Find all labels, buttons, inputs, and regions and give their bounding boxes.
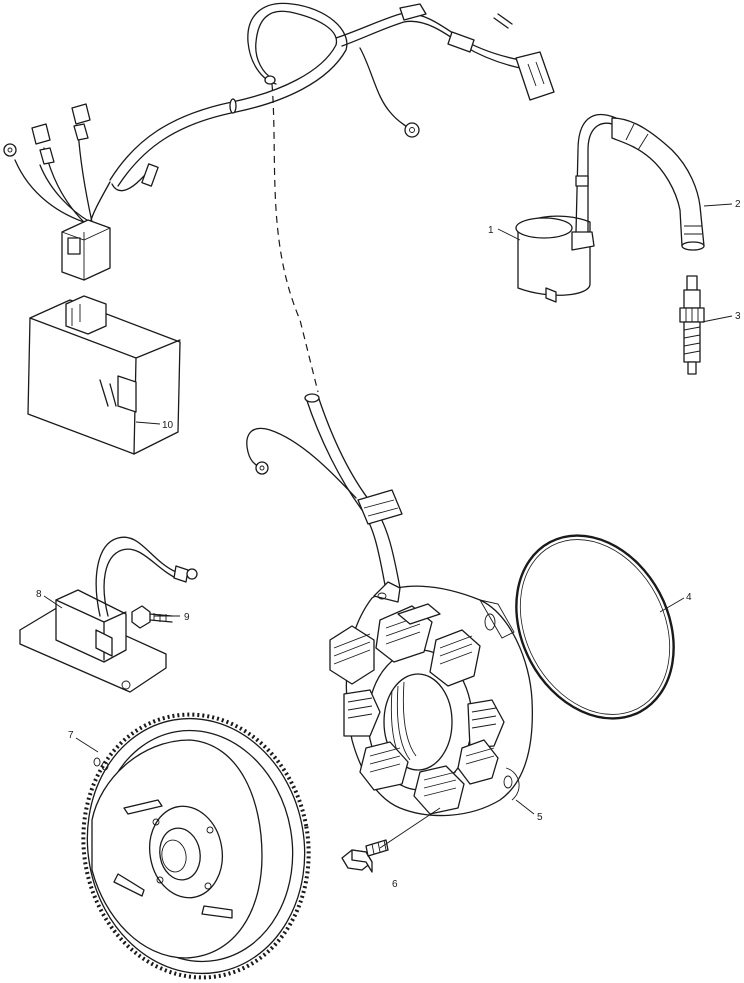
o-ring [515, 534, 675, 720]
harness-connector [61, 219, 111, 281]
callout-8: 8 [36, 589, 42, 600]
spark-plug [679, 275, 705, 375]
callout-2: 2 [735, 199, 741, 210]
callout-9: 9 [184, 612, 190, 623]
loom-end [264, 75, 276, 85]
callout-6: 6 [392, 879, 398, 890]
callout-leader-3 [701, 315, 733, 323]
harness-plug [515, 51, 555, 101]
callout-leader-6 [379, 807, 441, 849]
callout-4: 4 [686, 592, 692, 603]
callout-3: 3 [735, 311, 741, 322]
callout-5: 5 [537, 812, 543, 823]
callout-leader-7 [75, 737, 99, 753]
regulator-screw [131, 605, 173, 629]
stator-bolt [341, 839, 389, 873]
spark-plug-cap [611, 117, 705, 251]
callouts: 1 2 3 4 5 6 7 8 9 10 [36, 199, 741, 890]
ground-ring-terminal [404, 122, 420, 138]
flywheel [81, 712, 311, 980]
harness-sleeve [399, 3, 427, 21]
spade-terminal [31, 123, 51, 145]
harness-routing-line [271, 83, 319, 393]
callout-leader-10 [135, 421, 161, 425]
callout-leader-8 [43, 595, 63, 609]
ring-terminal [3, 143, 17, 157]
spade-terminal-2 [71, 103, 91, 125]
callout-leader-5 [515, 799, 535, 815]
callout-1: 1 [488, 225, 494, 236]
ignition-coil [515, 113, 619, 303]
callout-7: 7 [68, 730, 74, 741]
loom-band [229, 98, 237, 114]
stator [246, 393, 533, 817]
cdi-box [27, 295, 181, 455]
wiring-harness [3, 2, 555, 393]
regulator [19, 536, 198, 693]
callout-leader-4 [659, 597, 685, 613]
callout-10: 10 [162, 420, 174, 431]
coil-terminal [571, 231, 595, 251]
callout-leader-1 [497, 228, 521, 241]
callout-leader-2 [703, 203, 733, 207]
harness-sleeve-2 [447, 31, 475, 53]
